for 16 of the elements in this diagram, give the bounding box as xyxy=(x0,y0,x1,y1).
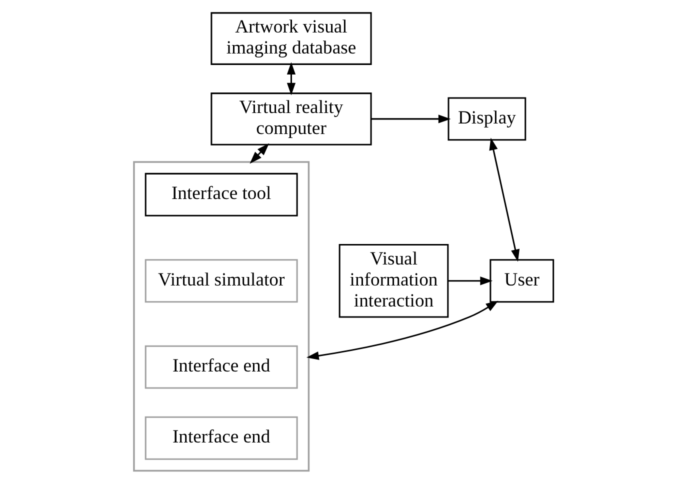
node-box: Interface end xyxy=(144,416,298,460)
node-box: Display xyxy=(448,97,526,141)
cluster xyxy=(133,161,310,472)
node-box: Interface end xyxy=(144,345,298,389)
node-box: Virtual reality computer xyxy=(210,92,372,146)
arrow xyxy=(371,114,451,124)
node-box: Artwork visual imaging database xyxy=(210,12,372,65)
node-box: Visual information interaction xyxy=(338,244,449,318)
arrow xyxy=(250,143,270,164)
arrow xyxy=(306,300,498,360)
node-box: User xyxy=(490,259,554,303)
arrow xyxy=(286,62,296,96)
arrow xyxy=(489,138,520,262)
node-box: Virtual simulator xyxy=(144,259,298,303)
node-box: Interface tool xyxy=(144,172,298,216)
arrow xyxy=(448,276,493,286)
